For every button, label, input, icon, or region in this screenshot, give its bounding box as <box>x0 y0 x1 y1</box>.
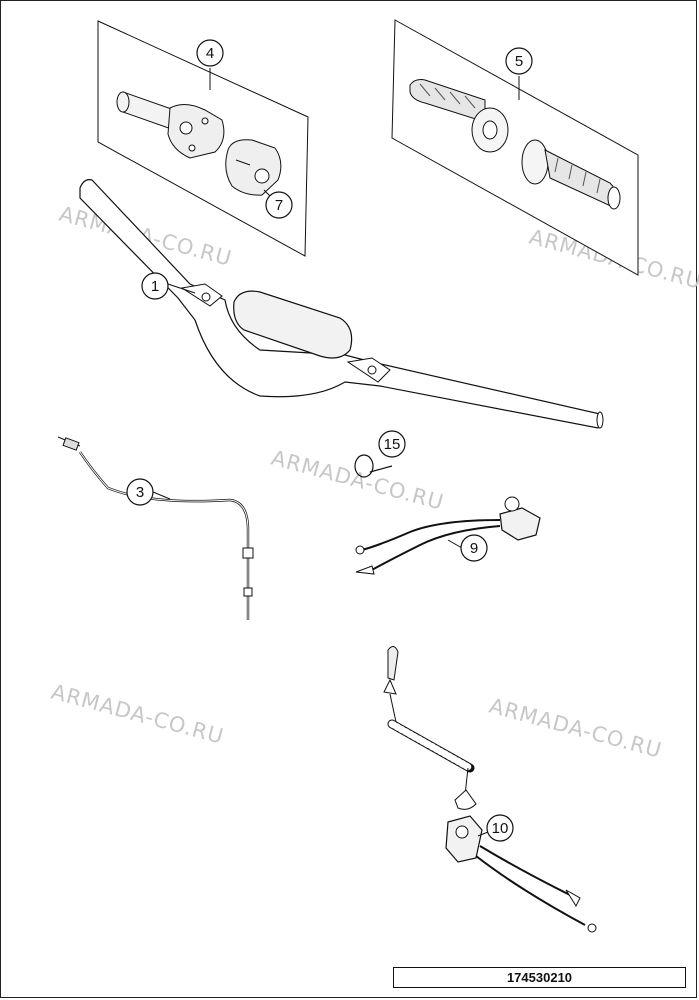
coil-cord <box>387 719 475 773</box>
callout-5: 5 <box>505 47 533 100</box>
watermark-3: ARMADA-CO.RU <box>269 446 447 515</box>
stop-switch-part: 9 <box>355 496 541 575</box>
callout-5-label: 5 <box>515 53 523 70</box>
callout-9-label: 9 <box>470 540 478 557</box>
callout-7-label: 7 <box>275 197 283 214</box>
watermark-4: ARMADA-CO.RU <box>49 680 227 749</box>
panel-throttle-kit: 4 7 <box>97 20 309 257</box>
watermark-5: ARMADA-CO.RU <box>487 694 665 763</box>
handlebar-part: 1 <box>79 179 604 429</box>
emergency-switch-part: 10 <box>383 646 597 933</box>
callout-10: 10 <box>477 814 514 842</box>
document-number-box: 174530210 <box>393 967 686 988</box>
callout-10-label: 10 <box>492 820 509 837</box>
callout-4-label: 4 <box>206 45 214 62</box>
callout-15: 15 <box>378 430 406 458</box>
panel-grip-set: 5 <box>391 19 639 276</box>
left-grip-part <box>409 79 509 153</box>
callout-3-label: 3 <box>136 484 144 501</box>
document-number: 174530210 <box>506 970 573 985</box>
callout-1: 1 <box>141 272 196 300</box>
callout-15-label: 15 <box>384 436 401 453</box>
callout-3: 3 <box>126 478 171 506</box>
cable-tie-part: 15 <box>354 430 406 478</box>
callout-1-label: 1 <box>151 278 159 295</box>
callout-9: 9 <box>447 534 488 562</box>
callout-7: 7 <box>263 189 293 219</box>
throttle-tube-part <box>116 91 225 159</box>
throttle-clamp-part <box>225 139 282 196</box>
right-grip-part <box>521 139 621 210</box>
callout-4: 4 <box>196 39 224 90</box>
throttle-cable-part: 3 <box>57 436 254 620</box>
